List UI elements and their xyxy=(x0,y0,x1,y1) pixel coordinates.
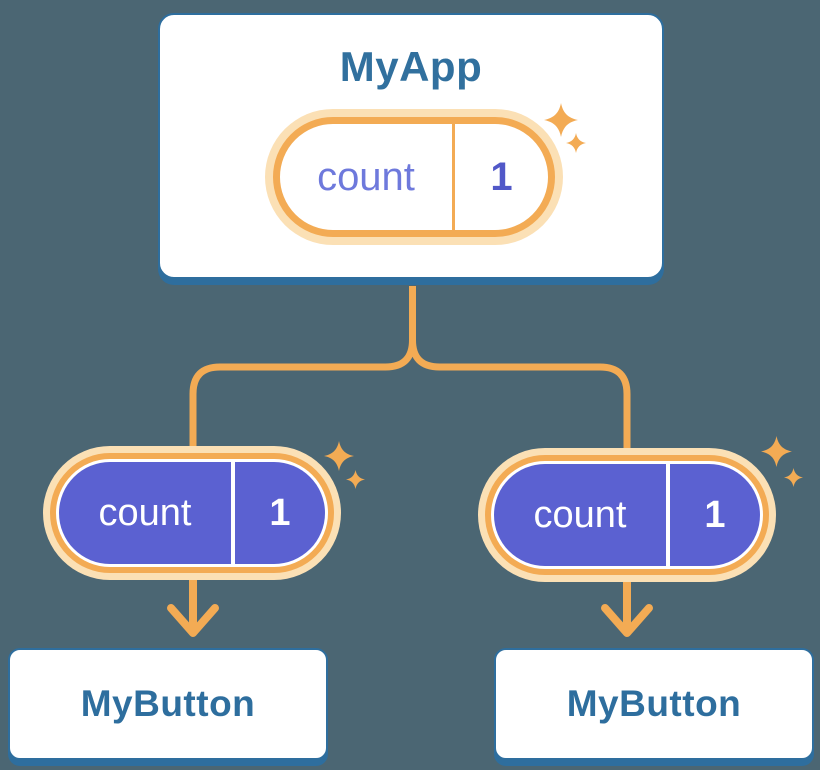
branch-line-left xyxy=(189,286,416,450)
mybutton-right-prop-pill: count 1 xyxy=(478,448,776,582)
pill-orange-ring: count 1 xyxy=(485,455,769,575)
prop-pill-body: count 1 xyxy=(59,462,325,564)
prop-pill-name: count xyxy=(98,491,192,534)
prop-pill-value: 1 xyxy=(704,493,726,536)
mybutton-right-title: MyButton xyxy=(566,683,742,724)
sparkle-icon xyxy=(324,441,354,471)
arrow-down-icon-left xyxy=(167,574,219,637)
prop-pill-value: 1 xyxy=(269,491,291,534)
myapp-title: MyApp xyxy=(339,43,483,90)
pill-divider xyxy=(452,124,455,230)
sparkle-icon xyxy=(346,470,365,489)
prop-pill-body: count 1 xyxy=(494,464,760,566)
mybutton-right-node-card: MyButton xyxy=(494,648,814,760)
mybutton-left-prop-pill: count 1 xyxy=(43,446,341,580)
prop-pill-name: count xyxy=(533,493,627,536)
myapp-state-pill: count 1 xyxy=(265,109,563,245)
mybutton-left-node-card: MyButton xyxy=(8,648,328,760)
pill-divider xyxy=(666,464,670,566)
sparkle-icon xyxy=(784,468,803,487)
arrow-down-icon-right xyxy=(601,576,653,637)
pill-white-ring: count 1 xyxy=(56,459,328,567)
sparkle-icon xyxy=(566,133,586,153)
pill-divider xyxy=(231,462,235,564)
sparkle-icon xyxy=(761,436,792,467)
pill-white-ring: count 1 xyxy=(491,461,763,569)
sparkle-icon xyxy=(544,103,578,137)
state-pill-name: count xyxy=(317,154,415,199)
mybutton-left-title: MyButton xyxy=(80,683,256,724)
state-pill-value: 1 xyxy=(490,154,513,199)
state-pill-body: count 1 xyxy=(273,117,555,237)
pill-orange-ring: count 1 xyxy=(50,453,334,573)
branch-line-right xyxy=(409,286,631,452)
